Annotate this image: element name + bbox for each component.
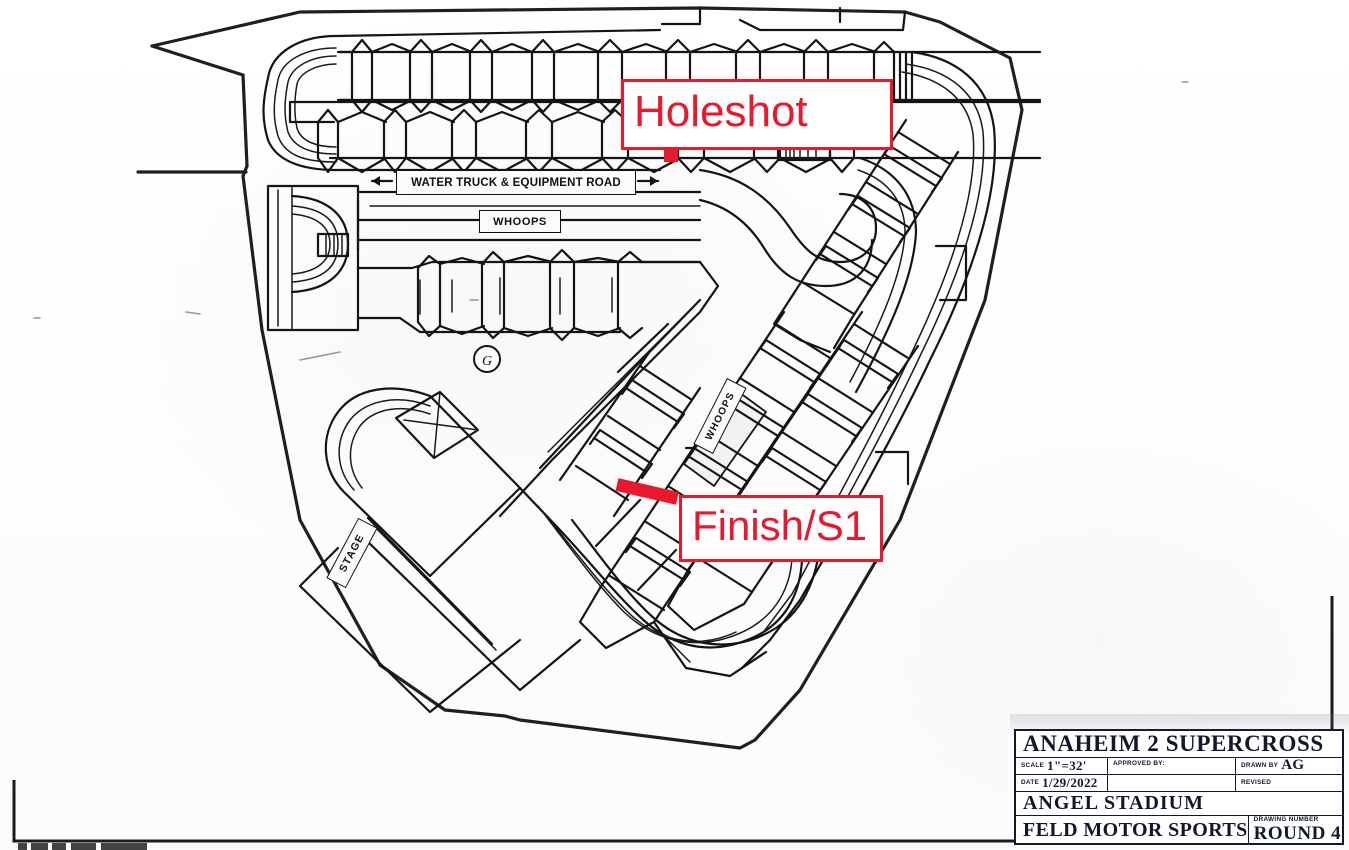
- finish-s1-callout: Finish/S1: [679, 495, 883, 562]
- right-diagonal-jumps: [772, 118, 960, 354]
- title-block: ANAHEIM 2 SUPERCROSS SCALE 1"=32' DATE 1…: [1014, 729, 1344, 845]
- infield-diagonals: [498, 260, 720, 518]
- page-edge-artifact: [18, 843, 148, 850]
- grid-marker-g: G: [473, 345, 501, 373]
- title-block-event: ANAHEIM 2 SUPERCROSS: [1016, 731, 1342, 758]
- stadium-floor-outline: [136, 6, 1024, 750]
- title-block-drawing-number: DRAWING NUMBER ROUND 4: [1253, 816, 1342, 844]
- turn-bottom-center: [518, 486, 822, 649]
- title-block-drawn-by: DRAWN BY AG: [1236, 757, 1342, 775]
- title-block-scale: SCALE 1"=32': [1016, 758, 1107, 775]
- turn-top-left: [262, 28, 662, 172]
- title-block-revised: REVISED: [1241, 779, 1272, 787]
- title-block-scale-date: SCALE 1"=32' DATE 1/29/2022: [1016, 758, 1108, 791]
- label-whoops-top: WHOOPS: [479, 210, 561, 233]
- title-block-company: FELD MOTOR SPORTS: [1016, 816, 1249, 845]
- title-block-date: DATE 1/29/2022: [1021, 774, 1098, 790]
- title-block-bottom-row: FELD MOTOR SPORTS DRAWING NUMBER ROUND 4: [1016, 816, 1342, 845]
- title-block-drawn-revised: DRAWN BY AG REVISED: [1236, 757, 1342, 791]
- title-block-meta-row: SCALE 1"=32' DATE 1/29/2022 APPROVED BY:: [1016, 757, 1342, 792]
- svg-text:G: G: [482, 354, 492, 369]
- title-block-venue: ANGEL STADIUM: [1016, 792, 1342, 816]
- left-start-structure: [266, 184, 360, 332]
- rhythm-lane-mid: [356, 248, 702, 342]
- construction-marks: [33, 81, 1189, 361]
- holeshot-callout: Holeshot: [621, 79, 893, 150]
- title-block-approved: APPROVED BY:: [1108, 758, 1236, 791]
- label-water-truck-equipment-road: WATER TRUCK & EQUIPMENT ROAD: [396, 170, 636, 195]
- lower-diagonal-lanes: [558, 310, 920, 678]
- water-road-arrows: [370, 176, 660, 186]
